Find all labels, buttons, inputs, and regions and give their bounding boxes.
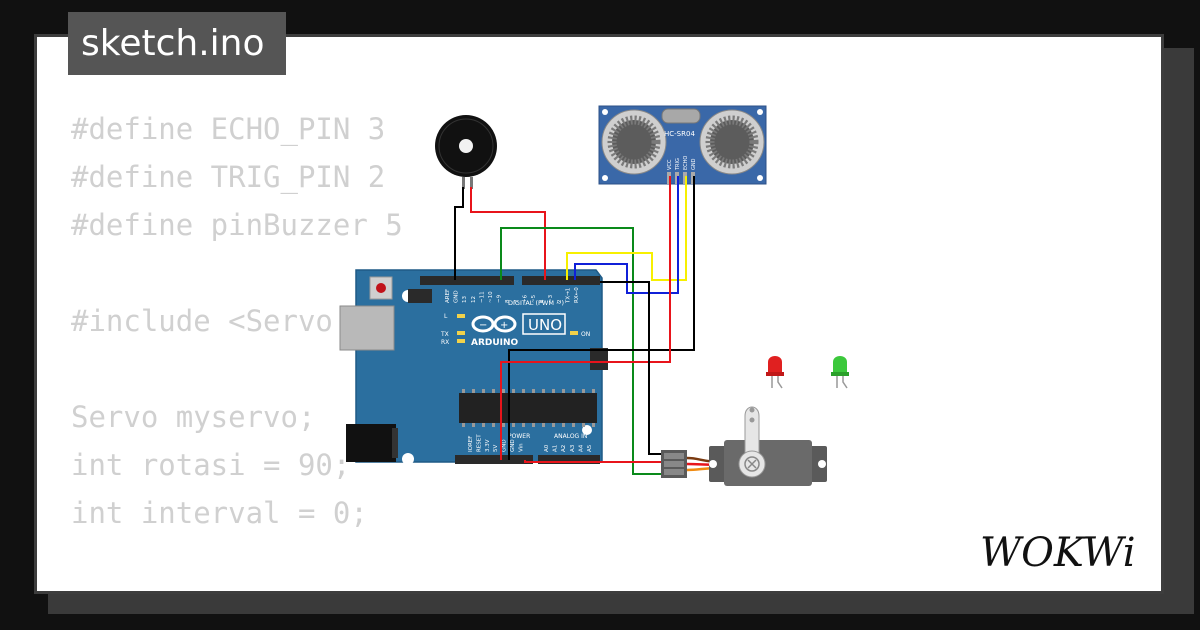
pin-label: 4 — [540, 299, 546, 303]
pin-label: 7 — [514, 299, 520, 303]
pin-label: ~6 — [522, 294, 528, 303]
power-header — [455, 455, 533, 464]
pin-label: A5 — [587, 444, 593, 452]
sensor-model-label: HC-SR04 — [664, 130, 695, 138]
red-led[interactable] — [766, 356, 784, 389]
pin-label: A2 — [561, 445, 567, 452]
pin-label: GND — [454, 290, 460, 303]
logo-text: WOKWi — [980, 530, 1136, 576]
svg-text:−: − — [479, 320, 487, 331]
sensor-pin-label: VCC — [667, 159, 673, 170]
svg-text:+: + — [500, 320, 508, 331]
pin-label: 5V — [493, 445, 499, 452]
on-label: ON — [581, 331, 590, 338]
power-label: POWER — [508, 433, 530, 440]
pin-label: ~3 — [548, 294, 554, 303]
pin-label: 8 — [505, 299, 511, 303]
pin-label: 13 — [462, 296, 468, 303]
pin-label: A0 — [544, 444, 550, 452]
led-rx-label: RX — [441, 339, 449, 346]
pin-label: ~11 — [479, 291, 485, 303]
board-brand-label: ARDUINO — [471, 338, 519, 348]
usb-port — [339, 305, 395, 351]
pin-label: Vin — [518, 443, 524, 452]
pin-label: RESET — [476, 434, 482, 452]
pin-label: A4 — [578, 444, 584, 452]
code-line: #define pinBuzzer 5 — [71, 208, 403, 242]
digital-header-right — [522, 276, 600, 285]
led-l-label: L — [444, 313, 448, 320]
power-jack — [346, 424, 396, 462]
analog-label: ANALOG IN — [554, 433, 587, 440]
sensor-pin-label: TRIG — [675, 158, 681, 171]
pin-label: GND — [510, 439, 516, 452]
pin-label: A1 — [553, 445, 559, 452]
analog-header — [538, 455, 600, 464]
code-line: #define TRIG_PIN 2 — [71, 160, 386, 194]
sensor-pin-label: ECHO — [683, 156, 689, 170]
code-line: #include <Servo.h> — [71, 304, 386, 338]
sensor-pin-label: GND — [691, 158, 697, 170]
board-model-label: UNO — [528, 316, 562, 334]
pin-label: TX→1 — [565, 288, 571, 304]
pin-label: ~10 — [488, 291, 494, 303]
code-preview: #define ECHO_PIN 3 #define TRIG_PIN 2 #def… — [71, 105, 490, 591]
arduino-uno-board[interactable]: − + UNO ARDUINO DIGITAL (PWM ~) ON L TX … — [339, 269, 608, 465]
code-line: Servo myservo; — [71, 400, 316, 434]
digital-header-left — [420, 276, 514, 285]
led-tx-label: TX — [440, 331, 449, 338]
pin-label: A3 — [570, 444, 576, 452]
digital-label: DIGITAL (PWM ~) — [508, 299, 564, 307]
wokwi-logo: WOKWi — [980, 530, 1136, 576]
pin-label: ~9 — [497, 294, 503, 303]
pin-label: 3.3V — [485, 439, 491, 452]
code-line: int rotasi = 90; — [71, 448, 351, 482]
green-led[interactable] — [831, 356, 849, 389]
piezo-buzzer[interactable] — [435, 115, 497, 189]
pin-label: IOREF — [468, 436, 474, 452]
arduino-logo-icon — [471, 315, 517, 333]
atmega-chip — [459, 393, 597, 423]
pin-label: RX←0 — [574, 287, 580, 303]
pin-label: AREF — [445, 289, 451, 303]
filename-label: sketch.ino — [81, 23, 265, 64]
servo-motor[interactable] — [661, 406, 827, 486]
wires — [454, 176, 695, 475]
pin-label: ~5 — [531, 294, 537, 303]
pin-label: 12 — [471, 296, 477, 303]
code-line: int interval = 0; — [71, 496, 368, 530]
filename-tab[interactable]: sketch.ino — [68, 12, 286, 75]
pin-label: GND — [502, 439, 508, 452]
pin-label: 2 — [557, 300, 563, 304]
code-line: #define ECHO_PIN 3 — [71, 112, 386, 146]
